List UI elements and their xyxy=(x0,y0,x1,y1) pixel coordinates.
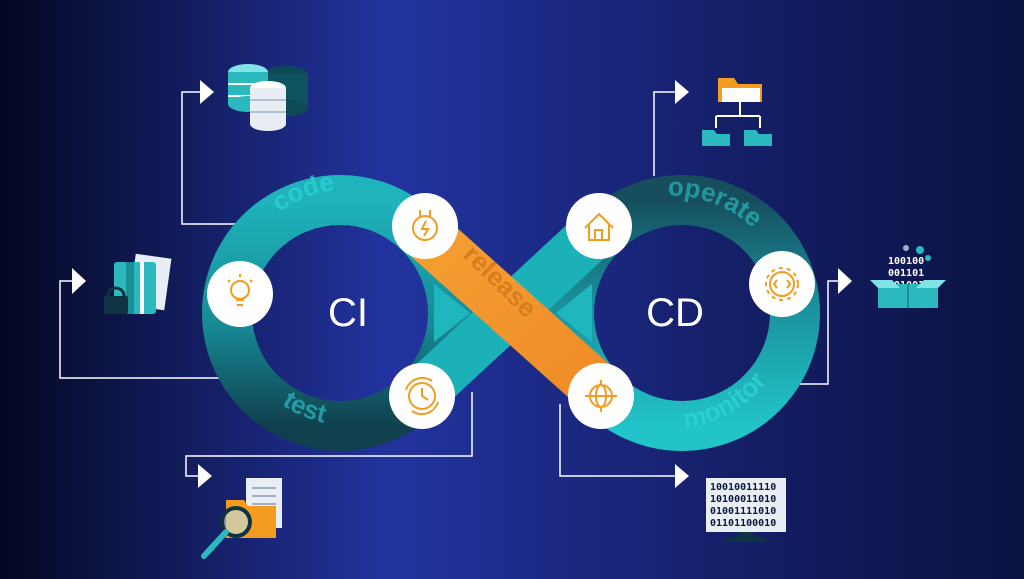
arrow-to-binary-package xyxy=(838,268,852,294)
binary-monitor-icon: 10010011110 10100011010 01001111010 0110… xyxy=(706,478,786,542)
ci-label: CI xyxy=(328,291,368,335)
connector-lines xyxy=(59,91,838,477)
folder-tree-icon xyxy=(702,78,772,146)
monitor-bits-row-4: 01101100010 xyxy=(710,518,776,529)
plug-icon xyxy=(412,210,438,241)
arrow-to-folder-tree xyxy=(675,80,689,104)
right-notch xyxy=(556,284,592,342)
node-plug xyxy=(392,193,458,259)
monitor-bits-row-2: 10100011010 xyxy=(710,494,776,505)
arrow-to-document-search xyxy=(198,464,212,488)
node-code-gear xyxy=(749,251,815,317)
release-band xyxy=(397,205,626,418)
database-icon xyxy=(228,64,308,131)
arrow-to-binary-monitor xyxy=(675,464,689,488)
smart-home-icon xyxy=(584,212,614,241)
connector-arrows xyxy=(72,80,852,488)
lightbulb-icon xyxy=(227,274,253,306)
node-lightbulb xyxy=(207,261,273,327)
secure-files-icon xyxy=(104,253,172,314)
monitor-bits-row-3: 01001111010 xyxy=(710,506,776,517)
package-bits-row-2: 001101 xyxy=(888,268,924,279)
package-bits-row-1: 100100 xyxy=(888,256,924,267)
code-gear-icon xyxy=(765,267,799,301)
arrow-to-secure-files xyxy=(72,268,86,294)
node-globe xyxy=(568,363,634,429)
clock-icon xyxy=(405,376,439,416)
node-smart-home xyxy=(566,193,632,259)
cd-label: CD xyxy=(646,291,704,335)
document-search-icon xyxy=(201,478,282,559)
arrow-to-database xyxy=(200,80,214,104)
monitor-bits-row-1: 10010011110 xyxy=(710,482,776,493)
globe-network-icon xyxy=(585,380,617,412)
node-clock xyxy=(389,363,455,429)
left-notch xyxy=(434,284,470,342)
